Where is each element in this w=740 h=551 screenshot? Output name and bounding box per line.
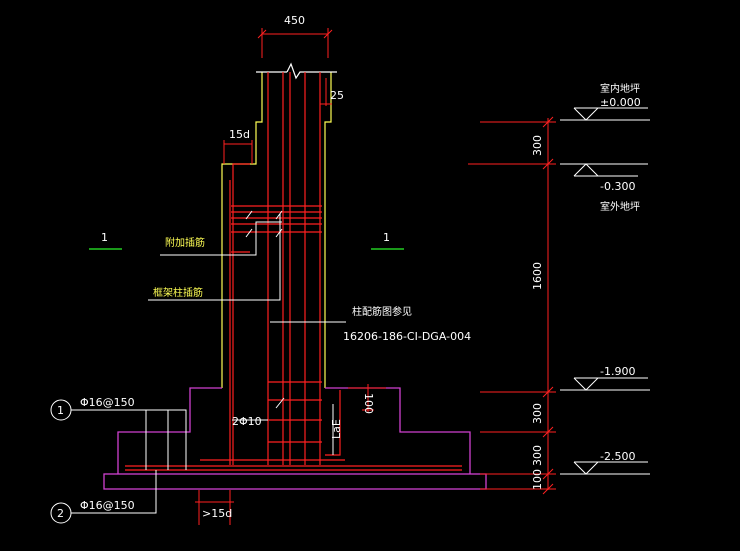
- label-column-ref-code: 16206-186-CI-DGA-004: [343, 330, 471, 343]
- column-outline: [221, 62, 337, 388]
- column-rebars: [125, 72, 462, 471]
- dimension-25-text: 25: [330, 89, 344, 102]
- dim-300-mid: 300: [531, 403, 544, 424]
- elevation-dim-chain: [468, 116, 556, 495]
- elev-indoor-label: 室内地坪: [600, 82, 640, 95]
- dimension-gt15d-text: >15d: [202, 507, 232, 520]
- elev-1900: -1.900: [600, 365, 635, 378]
- section-mark-right: 1: [371, 231, 404, 250]
- elev-indoor-value: ±0.000: [600, 96, 641, 109]
- elev-2500: -2.500: [600, 450, 635, 463]
- dimension-450-text: 450: [284, 14, 305, 27]
- label-added-bar: 附加插筋: [165, 236, 205, 249]
- dimension-15d-text: 15d: [229, 128, 250, 141]
- dimension-15d: [223, 140, 253, 164]
- label-two-bars: 2Φ10: [232, 415, 262, 428]
- elev-outdoor-label: 室外地坪: [600, 200, 640, 213]
- elev-outdoor-value: -0.300: [600, 180, 635, 193]
- dim-100: 100: [531, 469, 544, 490]
- svg-text:1: 1: [57, 404, 64, 417]
- footing-outline: [103, 387, 487, 490]
- label-frame-column-bar: 框架柱插筋: [153, 286, 203, 299]
- label-column-ref: 柱配筋图参见: [352, 305, 412, 318]
- dim-300-low: 300: [531, 445, 544, 466]
- svg-text:1: 1: [101, 231, 108, 244]
- svg-text:Φ16@150: Φ16@150: [80, 499, 135, 512]
- elevation-symbols: [560, 107, 650, 475]
- anchor-lae-text: LaE: [330, 419, 343, 439]
- dim-300-top: 300: [531, 135, 544, 156]
- dimension-100-step: [348, 384, 386, 412]
- svg-text:1: 1: [383, 231, 390, 244]
- dimension-25: [320, 78, 332, 106]
- callout-1: 1 Φ16@150: [50, 396, 187, 470]
- section-mark-left: 1: [89, 231, 122, 250]
- leaders: [148, 214, 346, 323]
- dimension-100-step-text: 100: [362, 393, 375, 414]
- bar-ticks: [245, 210, 283, 238]
- dim-1600: 1600: [531, 262, 544, 290]
- callout-2: 2 Φ16@150: [50, 470, 157, 524]
- dimension-gt15d: [195, 490, 234, 525]
- svg-text:Φ16@150: Φ16@150: [80, 396, 135, 409]
- dimension-450: [257, 28, 333, 58]
- svg-text:2: 2: [57, 507, 64, 520]
